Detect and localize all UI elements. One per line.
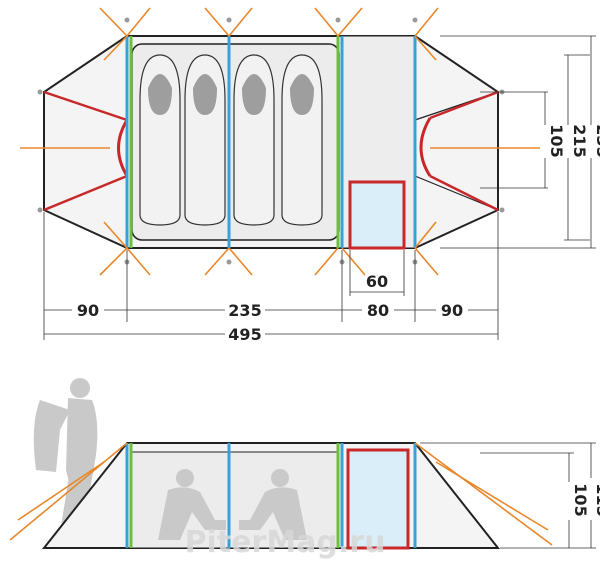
- plan-guy-lines: [20, 7, 540, 276]
- sleeping-bags: [139, 54, 323, 226]
- dim-height-inner-label: 105: [547, 124, 566, 157]
- dim-height-outer-label: 235: [593, 124, 600, 157]
- elevation-guy-lines: [9, 442, 553, 546]
- dim-middle-label: 235: [228, 301, 261, 320]
- plan-left-vestibule: [43, 90, 129, 212]
- dim-height-middle-label: 215: [570, 124, 589, 157]
- elevation-view: 105 115 PiterMag.ru: [9, 378, 600, 560]
- sitting-person-silhouette-icon: [158, 469, 307, 540]
- sleeping-bag-icon: [281, 54, 323, 226]
- sleeping-bag-icon: [233, 54, 275, 226]
- plan-door: [348, 180, 406, 250]
- elevation-height-inner-label: 105: [571, 483, 590, 516]
- dim-total-label: 495: [228, 325, 261, 344]
- plan-horizontal-dims: [43, 212, 499, 340]
- elevation-height-dims: [420, 442, 596, 549]
- sleeping-bag-icon: [139, 54, 181, 226]
- sleeping-bag-icon: [184, 54, 226, 226]
- watermark: PiterMag.ru: [185, 525, 386, 560]
- plan-right-vestibule: [414, 90, 499, 212]
- plan-vertical-dims: [440, 35, 596, 249]
- plan-poles: [125, 36, 417, 248]
- elevation-height-outer-label: 115: [593, 483, 600, 516]
- elevation-door: [346, 448, 410, 550]
- dim-vestibule-label: 80: [367, 301, 389, 320]
- dim-door-label: 60: [366, 272, 388, 291]
- dim-left-label: 90: [77, 301, 99, 320]
- plan-view: 90 235 80 90 495 60 105 215 235: [20, 7, 600, 344]
- elevation-poles: [125, 443, 417, 548]
- dim-right-label: 90: [441, 301, 463, 320]
